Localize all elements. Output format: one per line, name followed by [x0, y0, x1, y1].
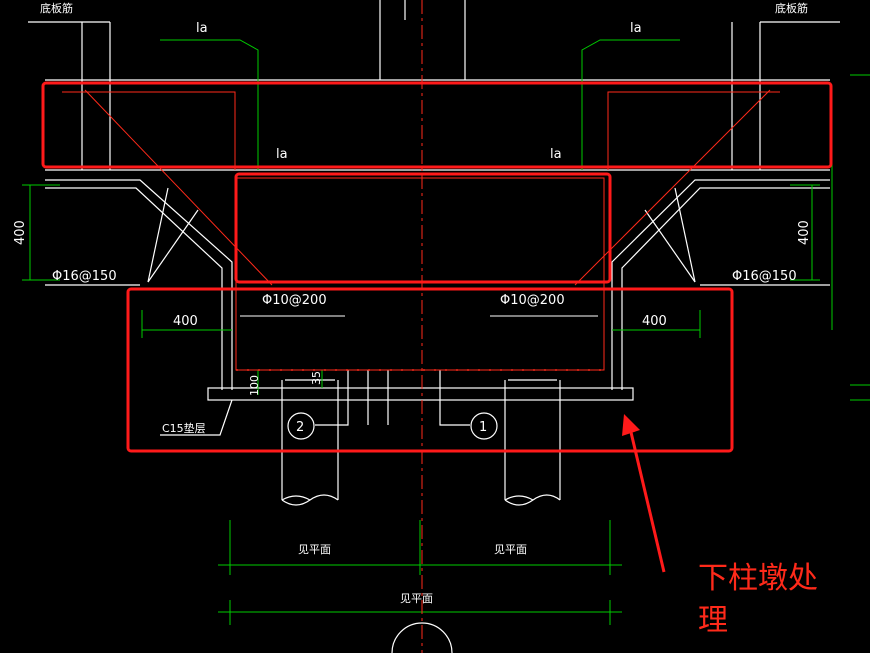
highlight-column-pier: [126, 287, 734, 453]
structure-lines: [28, 0, 840, 653]
label-35: 35: [310, 371, 323, 385]
label-rebar-left: Φ16@150: [52, 269, 117, 284]
marker-1-circle: [470, 412, 498, 440]
label-400-right-horizontal: 400: [642, 314, 667, 329]
label-rebar-right: Φ16@150: [732, 269, 797, 284]
highlight-top-slab: [41, 81, 833, 169]
label-la-mid-left: la: [276, 147, 288, 162]
label-see-plan-left: 见平面: [298, 543, 331, 556]
annotation-line-2: 理: [698, 603, 728, 638]
label-top-left: 底板筋: [40, 1, 73, 15]
label-see-plan-bottom: 见平面: [400, 592, 433, 605]
label-marker-1: 1: [479, 420, 487, 435]
label-cushion: C15垫层: [162, 421, 206, 435]
label-la-mid-right: la: [550, 147, 562, 162]
highlight-boxes: [41, 81, 833, 453]
label-400-left-horizontal: 400: [173, 314, 198, 329]
label-see-plan-right: 见平面: [494, 543, 527, 556]
label-la-top-left: la: [196, 21, 208, 36]
label-top-right: 底板筋: [775, 1, 808, 15]
label-la-top-right: la: [630, 21, 642, 36]
rebar-lines: [62, 0, 780, 653]
marker-2-circle: [287, 412, 315, 440]
label-rebar-inner-right: Φ10@200: [500, 293, 565, 308]
dimension-lines: [22, 39, 870, 625]
highlight-inner-cap: [234, 172, 612, 284]
annotation-line-1: 下柱墩处: [698, 561, 818, 596]
label-400-left-vertical: 400: [13, 220, 28, 245]
label-400-right-vertical: 400: [797, 220, 812, 245]
label-marker-2: 2: [296, 420, 304, 435]
label-100: 100: [248, 375, 261, 396]
label-rebar-inner-left: Φ10@200: [262, 293, 327, 308]
annotation-arrow: [622, 414, 666, 573]
